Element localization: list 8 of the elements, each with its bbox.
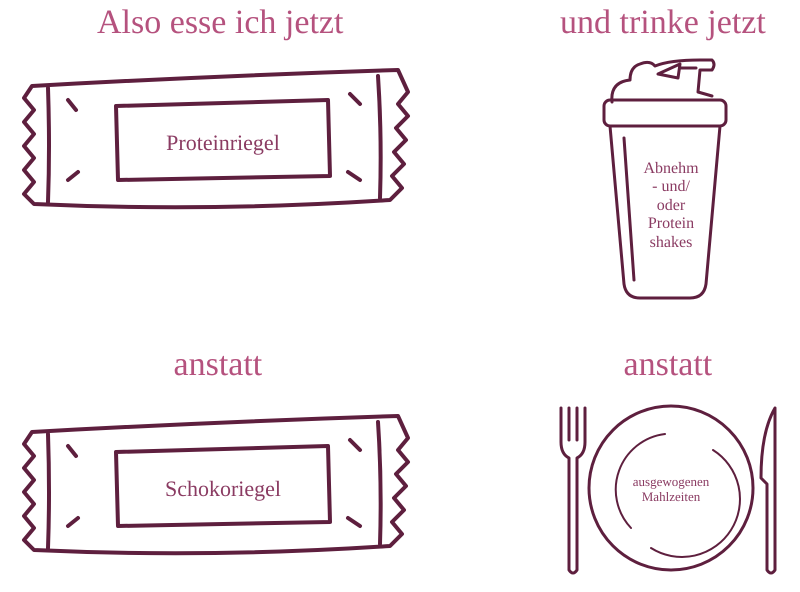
product-label: ausgewogenen Mahlzeiten [632, 475, 710, 505]
heading: Also esse ich jetzt [97, 4, 344, 42]
heading: anstatt [624, 346, 712, 384]
heading: anstatt [174, 346, 262, 384]
product-label: Schokoriegel [164, 476, 282, 502]
product-label: Abnehm - und/ oder Protein shakes [642, 160, 700, 252]
product-label: Proteinriegel [166, 130, 280, 156]
heading: und trinke jetzt [560, 4, 766, 42]
